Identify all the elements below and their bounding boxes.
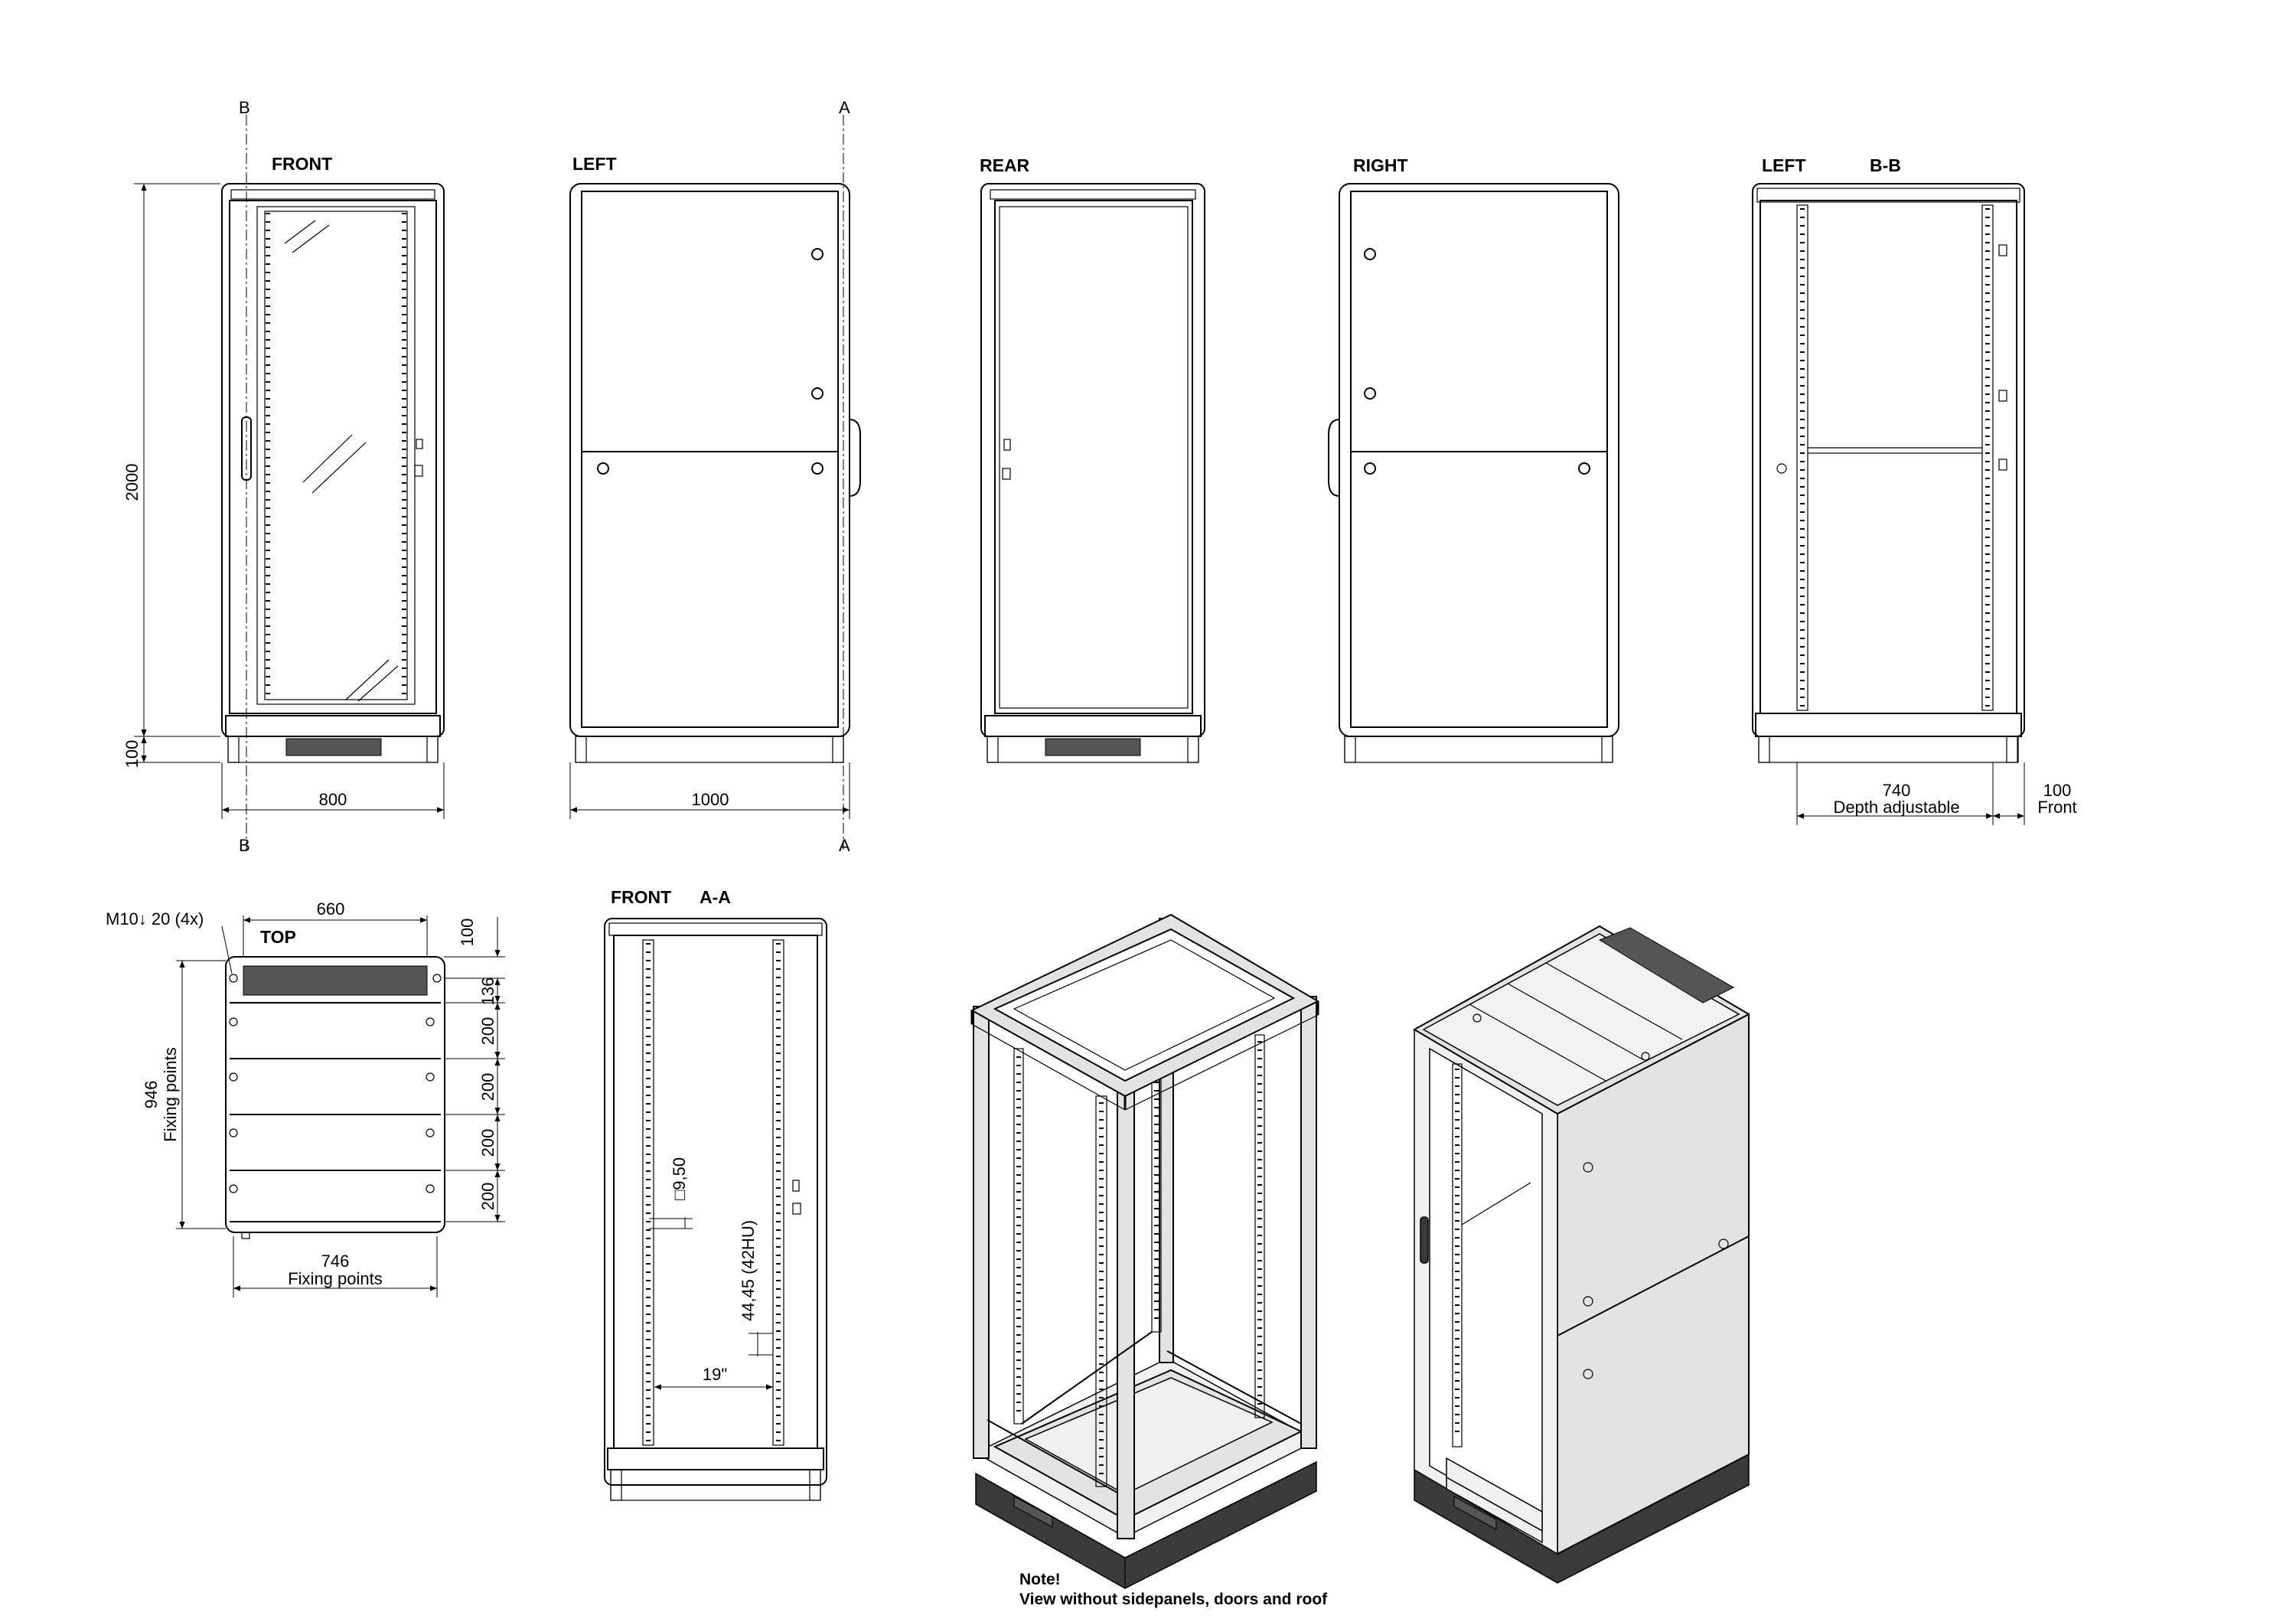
dim-square-hole: □9,50: [670, 1157, 689, 1200]
dim-fixing-width-value: 746: [321, 1252, 350, 1271]
dim-thread: M10↓ 20 (4x): [106, 909, 204, 928]
dim-rack-width: 19": [703, 1365, 727, 1384]
label-front-aa: FRONT: [611, 887, 671, 907]
dim-depth: 1000: [692, 790, 729, 809]
dim-fixing-depth-value: 946: [142, 1081, 161, 1109]
left-section-bb-view: [1752, 183, 2025, 763]
dim-width: 800: [319, 790, 347, 809]
dim-top-136: 136: [478, 977, 497, 1006]
dim-front-value: 100: [2043, 781, 2072, 800]
dim-pitch-2: 200: [478, 1073, 497, 1101]
note-title: Note!: [1019, 1571, 1061, 1588]
right-view: [1328, 183, 1619, 763]
dim-height-units: 44,45 (42HU): [739, 1220, 758, 1321]
section-mark-a-top: A: [839, 98, 850, 117]
label-section-aa: A-A: [700, 887, 731, 907]
label-left: LEFT: [572, 154, 617, 174]
rear-view: [980, 183, 1205, 763]
dim-pitch-1: 200: [478, 1017, 497, 1046]
dim-front-label: Front: [2037, 798, 2076, 817]
note-text: View without sidepanels, doors and roof: [1019, 1591, 1328, 1608]
dim-fixing-depth-label: Fixing points: [161, 1047, 180, 1142]
label-left-bb: LEFT: [1762, 155, 1806, 175]
dim-plinth: 100: [122, 740, 142, 769]
top-view: [225, 956, 445, 1239]
dim-top-width: 660: [317, 899, 345, 919]
dim-height: 2000: [122, 464, 142, 501]
front-view: [221, 183, 445, 763]
label-front: FRONT: [272, 154, 332, 174]
dim-top-100: 100: [458, 919, 477, 947]
label-top: TOP: [260, 927, 296, 947]
dim-depth-adjustable-value: 740: [1883, 781, 1911, 800]
front-section-aa-view: [604, 918, 827, 1501]
isometric-frame-view: [970, 913, 1320, 1589]
section-mark-b-top: B: [239, 98, 250, 117]
section-mark-a-bottom: A: [839, 836, 850, 855]
section-mark-b-bottom: B: [239, 836, 250, 855]
dim-fixing-width-label: Fixing points: [288, 1269, 383, 1288]
label-rear: REAR: [980, 155, 1030, 175]
dim-pitch-3: 200: [478, 1129, 497, 1157]
label-section-bb: B-B: [1870, 155, 1901, 175]
label-right: RIGHT: [1353, 155, 1408, 175]
isometric-cabinet-view: [1412, 925, 1751, 1584]
dim-depth-adjustable-label: Depth adjustable: [1833, 798, 1959, 817]
dim-pitch-4: 200: [478, 1183, 497, 1211]
left-view: [569, 183, 861, 763]
